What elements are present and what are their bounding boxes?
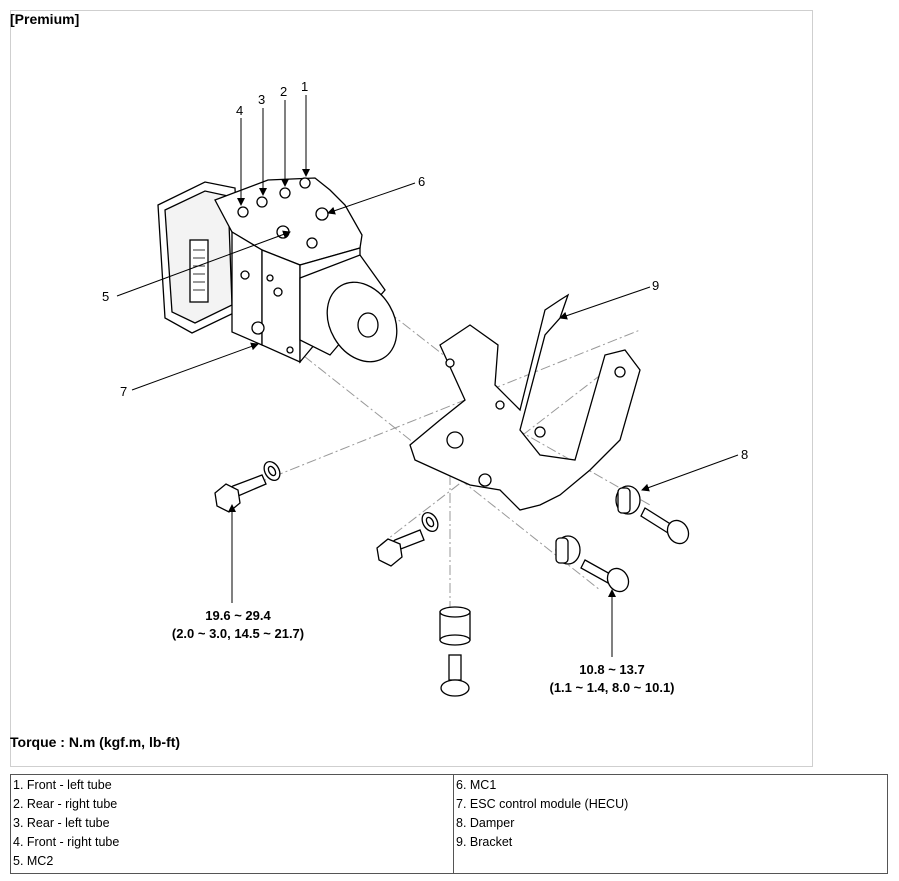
figure-frame — [10, 10, 813, 767]
torque-damper-alt: (1.1 ~ 1.4, 8.0 ~ 10.1) — [549, 680, 674, 695]
legend-item: 3. Rear - left tube — [13, 816, 110, 830]
abs-assembly-diagram: 1 2 3 4 5 6 7 8 9 19.6 ~ 29.4 (2.0 ~ 3.0… — [102, 79, 748, 697]
callout-6: 6 — [418, 174, 425, 189]
callout-7: 7 — [120, 384, 127, 399]
legend-item: 2. Rear - right tube — [13, 797, 118, 811]
torque-bolt-alt: (2.0 ~ 3.0, 14.5 ~ 21.7) — [172, 626, 304, 641]
legend-item: 8. Damper — [456, 816, 515, 830]
bracket — [409, 293, 641, 511]
callout-2: 2 — [280, 84, 287, 99]
torque-unit-note: Torque : N.m (kgf.m, lb-ft) — [10, 734, 181, 750]
legend-item: 6. MC1 — [456, 778, 497, 792]
damper-middle — [555, 535, 630, 593]
torque-bolt-nm: 19.6 ~ 29.4 — [205, 608, 271, 623]
callout-4: 4 — [236, 103, 243, 118]
legend-item: 1. Front - left tube — [13, 778, 112, 792]
torque-damper-nm: 10.8 ~ 13.7 — [579, 662, 644, 677]
leader-lines — [116, 95, 739, 657]
mounting-bolt — [214, 461, 281, 513]
legend-left-column: 1. Front - left tube 2. Rear - right tub… — [10, 774, 454, 874]
figure-title: [Premium] — [10, 11, 80, 27]
callout-8: 8 — [741, 447, 748, 462]
callout-3: 3 — [258, 92, 265, 107]
parts-legend: 1. Front - left tube 2. Rear - right tub… — [10, 774, 888, 874]
legend-item: 7. ESC control module (HECU) — [456, 797, 629, 811]
damper-bottom — [439, 606, 471, 697]
callout-1: 1 — [301, 79, 308, 94]
callout-5: 5 — [102, 289, 109, 304]
callout-9: 9 — [652, 278, 659, 293]
damper-right — [615, 485, 690, 545]
legend-item: 4. Front - right tube — [13, 835, 120, 849]
mounting-bolt-2 — [376, 512, 439, 567]
hecu-module — [157, 177, 398, 364]
legend-item: 5. MC2 — [13, 854, 54, 868]
legend-right-column: 6. MC1 7. ESC control module (HECU) 8. D… — [453, 774, 888, 874]
legend-item: 9. Bracket — [456, 835, 513, 849]
